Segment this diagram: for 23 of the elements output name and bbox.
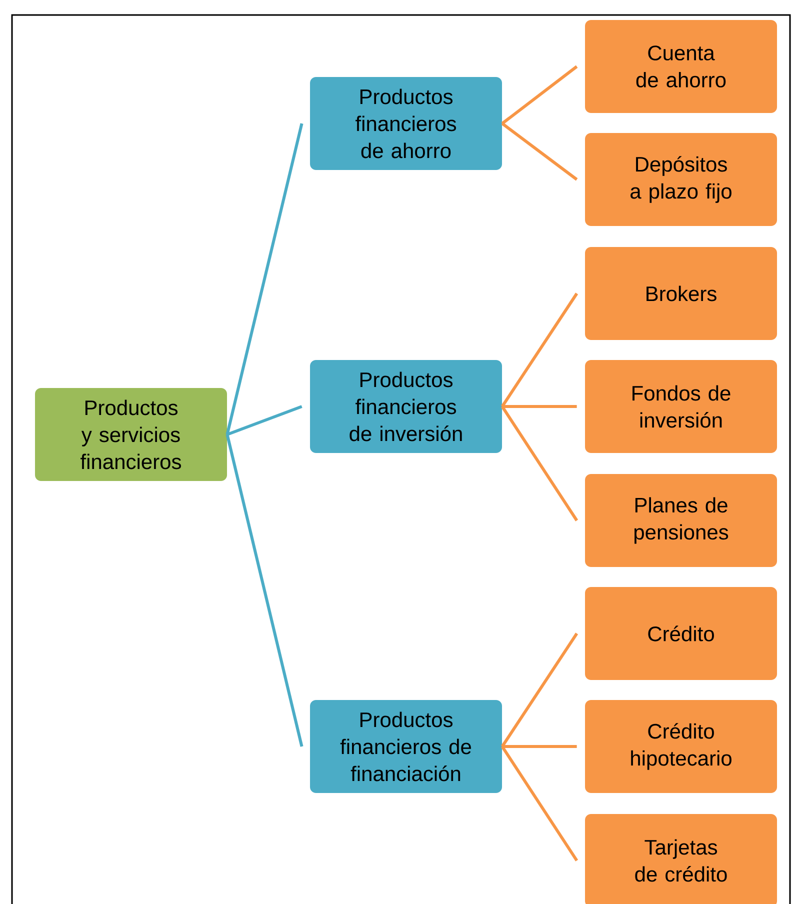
product-box: Fondos de inversión <box>585 360 777 453</box>
connector-line <box>500 632 578 748</box>
connector-line <box>501 122 578 181</box>
category-box: Productos financieros de financiación <box>310 700 502 793</box>
connector-line <box>500 406 578 522</box>
connector-line <box>502 405 577 408</box>
product-box: Planes de pensiones <box>585 474 777 567</box>
product-box: Tarjetas de crédito <box>585 814 777 904</box>
product-box: Cuenta de ahorro <box>585 20 777 113</box>
connector-line <box>500 292 578 408</box>
product-box: Crédito hipotecario <box>585 700 777 793</box>
connector-line <box>226 123 304 435</box>
connector-line <box>500 746 578 862</box>
category-box: Productos financieros de inversión <box>310 360 502 453</box>
category-box: Productos financieros de ahorro <box>310 77 502 170</box>
product-box: Depósitos a plazo fijo <box>585 133 777 226</box>
product-box: Brokers <box>585 247 777 340</box>
connector-line <box>226 434 304 747</box>
connector-line <box>502 745 577 748</box>
connector-line <box>501 65 578 125</box>
product-box: Crédito <box>585 587 777 680</box>
root-box: Productos y servicios financieros <box>35 388 227 481</box>
connector-line <box>226 405 302 436</box>
